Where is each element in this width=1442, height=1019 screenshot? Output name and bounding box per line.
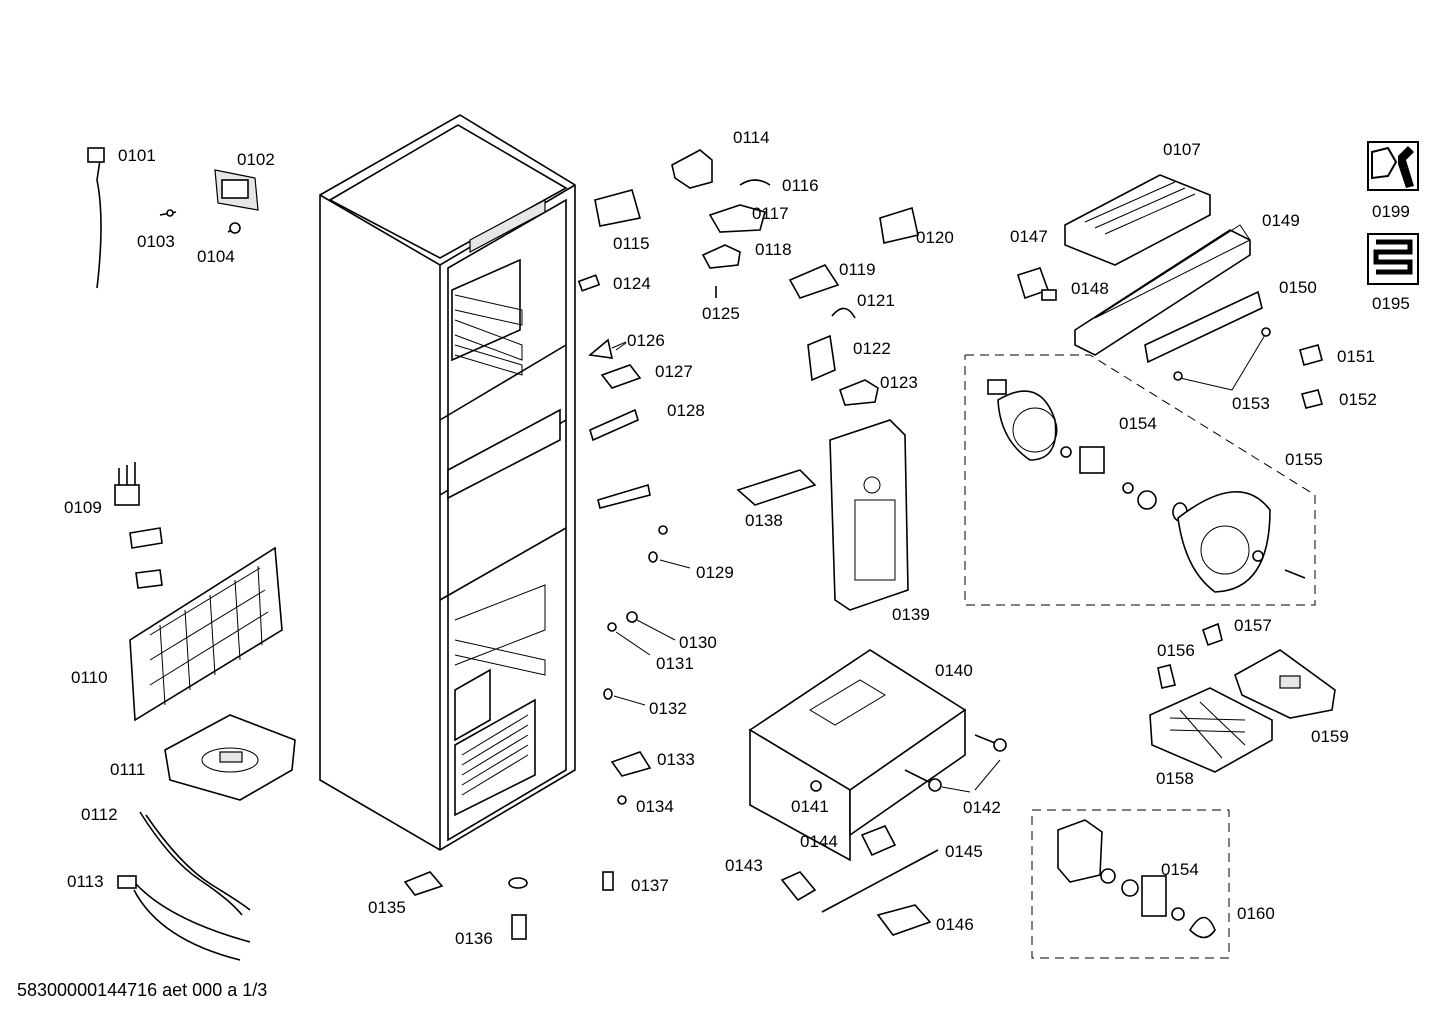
part-label-0128: 0128	[667, 401, 705, 420]
part-label-0101: 0101	[118, 146, 156, 165]
part-label-0157: 0157	[1234, 616, 1272, 635]
part-label-0116: 0116	[782, 176, 819, 195]
part-label-0122: 0122	[853, 339, 891, 358]
drawing-reference-number: 58300000144716 aet 000 a 1/3	[17, 980, 268, 1000]
part-label-0147: 0147	[1010, 227, 1048, 246]
part-label-0153: 0153	[1232, 394, 1270, 413]
part-label-0158: 0158	[1156, 769, 1194, 788]
part-label-0154: 0154	[1161, 860, 1199, 879]
part-label-0136: 0136	[455, 929, 493, 948]
part-label-0132: 0132	[649, 699, 687, 718]
part-label-0118: 0118	[755, 240, 792, 259]
part-label-0142: 0142	[963, 798, 1001, 817]
part-label-0145: 0145	[945, 842, 983, 861]
part-label-0124: 0124	[613, 274, 651, 293]
part-label-0150: 0150	[1279, 278, 1317, 297]
leader-lines	[615, 342, 627, 351]
part-label-0155: 0155	[1285, 450, 1323, 469]
part-number-labels: 0101 0102 0103 0104 0107 0109 0110 0111 0112 0113…	[64, 128, 1410, 948]
part-label-0154: 0154	[1119, 414, 1157, 433]
part-label-0151: 0151	[1337, 347, 1375, 366]
part-label-0156: 0156	[1157, 641, 1195, 660]
part-label-0160: 0160	[1237, 904, 1275, 923]
part-label-0195: 0195	[1372, 294, 1410, 313]
part-label-0120: 0120	[916, 228, 954, 247]
part-label-0121: 0121	[857, 291, 895, 310]
part-label-0149: 0149	[1262, 211, 1300, 230]
part-label-0130: 0130	[679, 633, 717, 652]
part-label-0146: 0146	[936, 915, 974, 934]
part-label-0104: 0104	[197, 247, 235, 266]
wrench-nut-icon	[1367, 141, 1419, 191]
part-label-0110: 0110	[71, 668, 108, 687]
part-label-0137: 0137	[631, 876, 669, 895]
part-label-0199: 0199	[1372, 202, 1410, 221]
middle-parts-drawings	[403, 149, 1007, 940]
part-label-0102: 0102	[237, 150, 275, 169]
part-label-0123: 0123	[880, 373, 918, 392]
part-label-0127: 0127	[655, 362, 693, 381]
right-parts-drawings	[964, 174, 1336, 959]
part-label-0129: 0129	[696, 563, 734, 582]
part-label-0139: 0139	[892, 605, 930, 624]
part-label-0133: 0133	[657, 750, 695, 769]
part-label-0135: 0135	[368, 898, 406, 917]
part-label-0144: 0144	[800, 832, 838, 851]
part-label-0159: 0159	[1311, 727, 1349, 746]
part-label-0114: 0114	[733, 128, 770, 147]
part-label-0140: 0140	[935, 661, 973, 680]
part-label-0109: 0109	[64, 498, 102, 517]
heating-coil-icon	[1367, 233, 1419, 285]
part-label-0125: 0125	[702, 304, 740, 323]
part-label-0111: 0111	[110, 760, 145, 779]
part-label-0131: 0131	[656, 654, 694, 673]
part-label-0126: 0126	[627, 331, 665, 350]
part-label-0103: 0103	[137, 232, 175, 251]
part-label-0113: 0113	[67, 872, 104, 891]
part-label-0117: 0117	[752, 204, 789, 223]
part-label-0138: 0138	[745, 511, 783, 530]
part-label-0143: 0143	[725, 856, 763, 875]
part-label-0148: 0148	[1071, 279, 1109, 298]
part-label-0134: 0134	[636, 797, 674, 816]
part-label-0115: 0115	[613, 234, 650, 253]
part-label-0112: 0112	[81, 805, 118, 824]
cabinet-drawing	[319, 114, 576, 851]
part-label-0141: 0141	[791, 797, 829, 816]
left-parts-drawings	[87, 147, 296, 961]
part-label-0119: 0119	[839, 260, 876, 279]
part-label-0107: 0107	[1163, 140, 1201, 159]
part-label-0152: 0152	[1339, 390, 1377, 409]
